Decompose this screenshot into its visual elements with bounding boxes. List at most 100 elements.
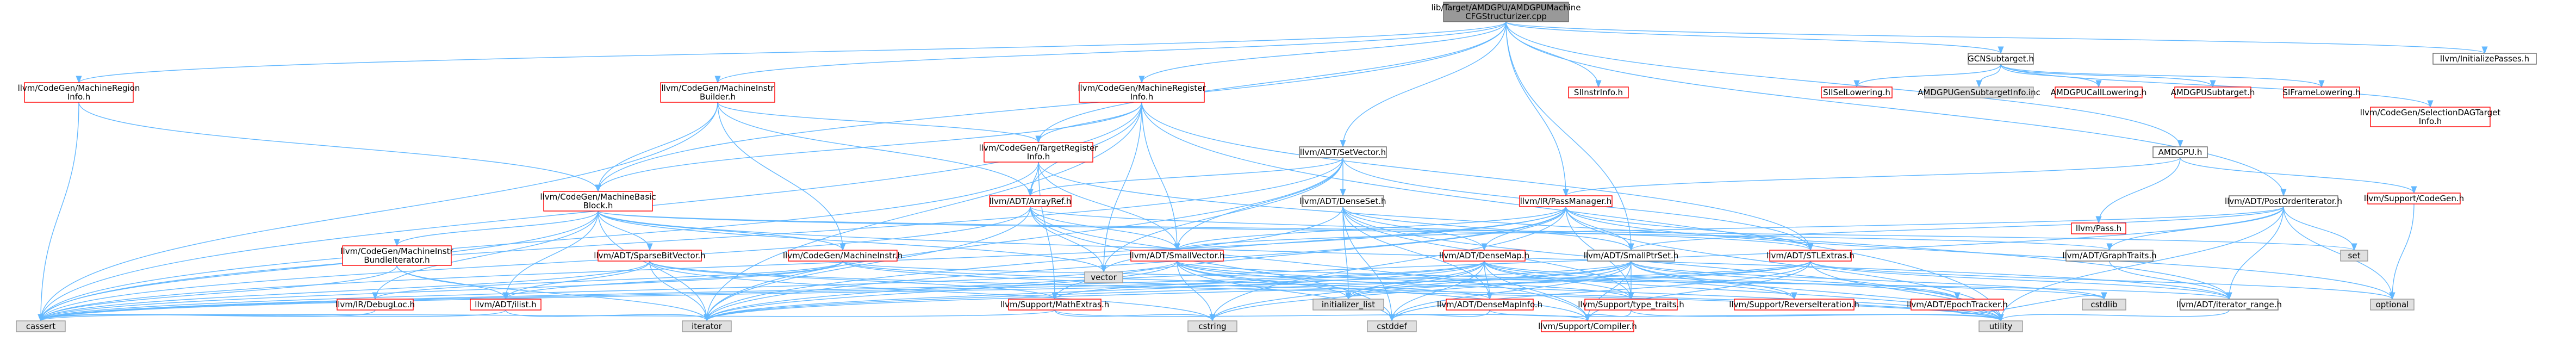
node-box bbox=[788, 250, 898, 262]
node-llvm-adt-setvector-h[interactable]: llvm/ADT/SetVector.h bbox=[1299, 146, 1387, 158]
node-label: llvm/Support/CodeGen.h bbox=[2364, 194, 2464, 203]
node-box bbox=[2071, 222, 2126, 234]
edge-machineinstrbundleiterator-to-cassert bbox=[38, 265, 397, 322]
node-llvm-adt-ilist-h[interactable]: llvm/ADT/ilist.h bbox=[470, 299, 542, 311]
node-box bbox=[1084, 271, 1123, 283]
node-box bbox=[337, 299, 414, 311]
node-siisellowering-h[interactable]: SIISelLowering.h bbox=[1821, 86, 1893, 98]
edge-root-to-machineinstrbuilder bbox=[714, 21, 1507, 84]
node-llvm-codegen-machineinstr-h[interactable]: llvm/CodeGen/MachineInstr.h bbox=[783, 250, 903, 262]
node-llvm-adt-densemap-h[interactable]: llvm/ADT/DenseMap.h bbox=[1439, 250, 1529, 262]
node-box bbox=[660, 82, 775, 103]
node-siinstrinfo-h[interactable]: SIInstrInfo.h bbox=[1568, 86, 1629, 98]
node-siframelowering-h[interactable]: SIFrameLowering.h bbox=[2282, 86, 2361, 98]
node-llvm-adt-sparsebitvector-h[interactable]: llvm/ADT/SparseBitVector.h bbox=[594, 250, 706, 262]
node-box bbox=[1924, 86, 2034, 98]
edge-amdgpu-to-passh bbox=[2095, 157, 2181, 224]
edge-machinebasicblock-to-debugloc bbox=[372, 210, 599, 300]
node-cstring: cstring bbox=[1187, 320, 1237, 332]
node-box bbox=[1968, 53, 2034, 65]
node-box bbox=[2152, 146, 2208, 158]
node-box bbox=[2229, 195, 2338, 207]
node-label: AMDGPUSubtarget.h bbox=[2171, 88, 2255, 97]
edge-densemapinfo-to-utility bbox=[1489, 309, 2004, 322]
edge-densemap-to-iterator bbox=[704, 261, 1485, 322]
node-llvm-support-compiler-h[interactable]: llvm/Support/Compiler.h bbox=[1538, 320, 1637, 332]
edge-graphtraits-to-iteratorrange bbox=[2109, 261, 2232, 300]
node-llvm-adt-densemapinfo-h[interactable]: llvm/ADT/DenseMapInfo.h bbox=[1437, 299, 1542, 311]
node-label: llvm/ADT/SparseBitVector.h bbox=[594, 251, 705, 261]
node-llvm-codegen-machineinstr-bundleiterator-h[interactable]: llvm/CodeGen/MachineInstrBundleIterator.… bbox=[340, 245, 453, 266]
node-llvm-support-reverseiteration-h[interactable]: llvm/Support/ReverseIteration.h bbox=[1729, 299, 1859, 311]
node-label: BundleIterator.h bbox=[364, 255, 430, 265]
edge-root-to-machineregioninfo bbox=[76, 21, 1507, 84]
node-label: GCNSubtarget.h bbox=[1968, 54, 2034, 64]
node-box bbox=[2370, 107, 2491, 127]
node-box bbox=[2367, 193, 2461, 204]
node-label: Info.h bbox=[1027, 152, 1050, 162]
edge-densemap-to-cassert bbox=[38, 261, 1485, 322]
node-llvm-ir-debugloc-h[interactable]: llvm/IR/DebugLoc.h bbox=[335, 299, 415, 311]
edge-arrayref-to-iterator bbox=[704, 206, 1031, 322]
node-box bbox=[1446, 299, 1534, 311]
node-label: SIISelLowering.h bbox=[1823, 88, 1890, 97]
node-llvm-adt-epochtracker-h[interactable]: llvm/ADT/EpochTracker.h bbox=[1907, 299, 2008, 311]
node-llvm-adt-iterator-range-h[interactable]: llvm/ADT/iterator_range.h bbox=[2176, 299, 2282, 311]
node-llvm-adt-arrayref-h[interactable]: llvm/ADT/ArrayRef.h bbox=[989, 195, 1072, 207]
edge-smallptrset-to-cassert bbox=[38, 261, 1632, 322]
node-llvm-adt-graphtraits-h[interactable]: llvm/ADT/GraphTraits.h bbox=[2062, 250, 2157, 262]
node-llvm-adt-postorderiterator-h[interactable]: llvm/ADT/PostOrderIterator.h bbox=[2225, 195, 2342, 207]
edge-densesetc-to-densemap bbox=[1342, 206, 1488, 251]
edge-targetregisterinfo-to-smallvector bbox=[1038, 162, 1180, 251]
node-amdgpucalllowering-h[interactable]: AMDGPUCallLowering.h bbox=[2051, 86, 2147, 98]
node-llvm-adt-smallptrset-h[interactable]: llvm/ADT/SmallPtrSet.h bbox=[1584, 250, 1679, 262]
edge-densemap-to-reverseiteration bbox=[1484, 261, 1797, 300]
node-lib-target-amdgpu-amdgpumachine-cfgstructurizer-cpp[interactable]: lib/Target/AMDGPU/AMDGPUMachineCFGStruct… bbox=[1431, 2, 1581, 22]
edge-root-to-postorderiterator bbox=[1505, 21, 2287, 197]
node-gcnsubtarget-h[interactable]: GCNSubtarget.h bbox=[1968, 53, 2034, 65]
node-label: llvm/InitializePasses.h bbox=[2440, 54, 2529, 64]
node-llvm-ir-passmanager-h[interactable]: llvm/IR/PassManager.h bbox=[1519, 195, 1613, 207]
edge-gcnsubtarget-to-frameLowering bbox=[2000, 64, 2325, 88]
edge-passmanager-to-cassert bbox=[38, 206, 1566, 322]
node-amdgpusubtarget-h[interactable]: AMDGPUSubtarget.h bbox=[2171, 86, 2255, 98]
node-llvm-support-mathextras-h[interactable]: llvm/Support/MathExtras.h bbox=[1000, 299, 1109, 311]
node-label: SIInstrInfo.h bbox=[1574, 88, 1623, 97]
edge-machinebasicblock-to-iriplist bbox=[502, 210, 599, 300]
node-box bbox=[1187, 320, 1237, 332]
node-llvm-adt-denseset-h[interactable]: llvm/ADT/DenseSet.h bbox=[1299, 195, 1386, 207]
node-label: llvm/Support/type_traits.h bbox=[1578, 300, 1684, 310]
edge-densemap-to-epochtracker bbox=[1484, 261, 1961, 300]
edge-postorderiterator-to-set bbox=[2283, 206, 2357, 251]
node-llvm-support-codegen-h[interactable]: llvm/Support/CodeGen.h bbox=[2364, 193, 2464, 204]
edge-root-to-amdgpu bbox=[1505, 21, 2183, 148]
node-box bbox=[1734, 299, 1855, 311]
node-llvm-adt-smallvector-h[interactable]: llvm/ADT/SmallVector.h bbox=[1129, 250, 1225, 262]
node-amdgpu-h[interactable]: AMDGPU.h bbox=[2152, 146, 2208, 158]
edge-sparsebitvector-to-iterator bbox=[649, 261, 710, 322]
node-label: utility bbox=[1989, 321, 2013, 331]
node-box bbox=[2065, 250, 2154, 262]
node-box bbox=[1568, 86, 1629, 98]
edge-postorderiterator-to-graphtraits bbox=[2106, 206, 2284, 251]
node-llvm-support-type-traits-h[interactable]: llvm/Support/type_traits.h bbox=[1578, 299, 1684, 311]
node-llvm-adt-stlextras-h[interactable]: llvm/ADT/STLExtras.h bbox=[1766, 250, 1855, 262]
edge-stlextras-to-iteratorrange bbox=[1810, 261, 2232, 300]
edge-stlextras-to-cstddef bbox=[1389, 261, 1811, 322]
node-box bbox=[1130, 250, 1224, 262]
edge-postorderiterator-to-smallptrset bbox=[1628, 206, 2284, 251]
edge-typetraits-to-utility bbox=[1631, 309, 2004, 322]
node-label: vector bbox=[1091, 272, 1117, 282]
edge-smallvector-to-cstring bbox=[1177, 261, 1216, 322]
node-box bbox=[1302, 195, 1384, 207]
node-llvm-initializepasses-h[interactable]: llvm/InitializePasses.h bbox=[2432, 53, 2537, 65]
node-llvm-pass-h[interactable]: llvm/Pass.h bbox=[2071, 222, 2126, 234]
node-label: llvm/Pass.h bbox=[2076, 224, 2121, 233]
node-box bbox=[2370, 299, 2415, 311]
